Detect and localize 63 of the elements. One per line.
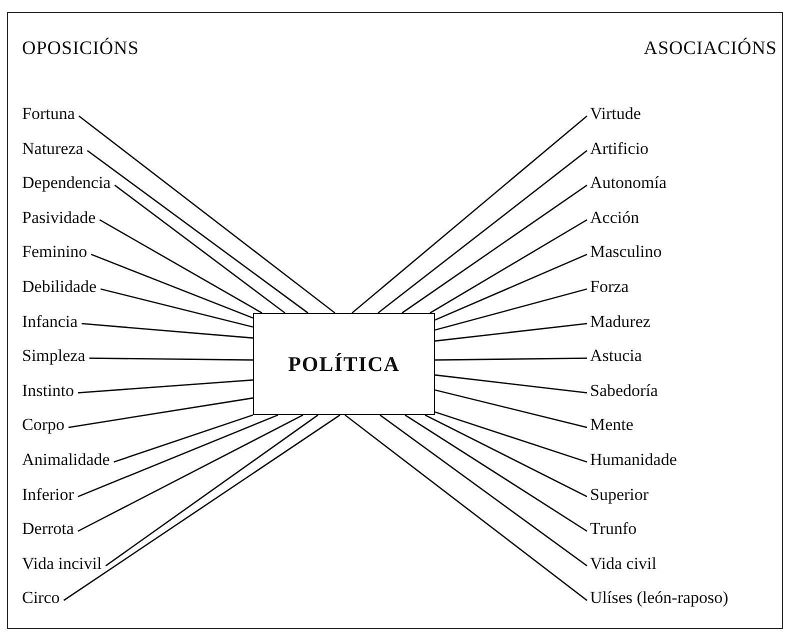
connector-line <box>424 414 588 498</box>
connector-line <box>100 288 254 328</box>
association-term: Trunfo <box>590 519 637 540</box>
opposition-term: Circo <box>22 588 60 608</box>
connector-line <box>78 379 254 394</box>
central-box: POLÍTICA <box>253 313 435 415</box>
connector-line <box>434 374 588 394</box>
connector-line <box>90 254 254 319</box>
opposition-term: Corpo <box>22 415 64 436</box>
connector-line <box>82 322 254 339</box>
connector-line <box>434 254 588 321</box>
opposition-term: Vida incivil <box>22 554 102 574</box>
connector-line <box>78 414 304 532</box>
opposition-term: Fortuna <box>22 104 75 124</box>
association-term: Masculino <box>590 242 662 262</box>
opposition-term: Derrota <box>22 519 74 540</box>
association-term: Mente <box>590 415 634 436</box>
connector-line <box>434 322 588 342</box>
connector-line <box>434 389 588 428</box>
opposition-term: Infancia <box>22 312 78 332</box>
connector-line <box>86 150 308 314</box>
connector-line <box>380 414 588 566</box>
connector-line <box>68 397 254 428</box>
association-term: Astucia <box>590 346 642 366</box>
association-term: Virtude <box>590 104 641 124</box>
connector-line <box>99 219 262 314</box>
connector-line <box>114 414 254 463</box>
opposition-term: Pasividade <box>22 208 96 228</box>
association-term: Autonomía <box>590 173 666 194</box>
opposition-term: Inferior <box>22 484 74 505</box>
connector-line <box>63 414 340 601</box>
opposition-term: Debilidade <box>22 277 97 297</box>
association-term: Superior <box>590 484 649 505</box>
connector-line <box>430 219 588 314</box>
association-term: Ulíses (león-raposo) <box>590 588 728 608</box>
association-term: Vida civil <box>590 554 656 574</box>
connector-line <box>434 288 588 331</box>
association-term: Acción <box>590 208 640 228</box>
opposition-term: Simpleza <box>22 346 86 366</box>
connector-line <box>114 184 286 314</box>
connector-line <box>352 115 588 314</box>
connector-line <box>435 358 587 361</box>
connector-line <box>378 150 588 314</box>
column-heading: ASOCIACIÓNS <box>644 38 777 60</box>
opposition-term: Instinto <box>22 380 74 401</box>
association-term: Artificio <box>590 138 649 159</box>
connector-line <box>105 414 318 566</box>
connector-line <box>402 184 588 314</box>
association-term: Sabedoría <box>590 380 658 401</box>
opposition-term: Animalidade <box>22 450 110 470</box>
opposition-term: Feminino <box>22 242 88 262</box>
association-term: Forza <box>590 277 629 297</box>
association-term: Humanidade <box>590 450 677 470</box>
column-heading: OPOSICIÓNS <box>22 38 139 60</box>
connector-line <box>434 411 588 463</box>
opposition-term: Natureza <box>22 138 84 159</box>
connector-line <box>404 414 588 532</box>
opposition-term: Dependencia <box>22 173 111 194</box>
association-term: Madurez <box>590 312 650 332</box>
connector-line <box>344 414 588 601</box>
connector-line <box>78 414 278 498</box>
connector-line <box>78 115 336 314</box>
connector-line <box>89 358 253 361</box>
